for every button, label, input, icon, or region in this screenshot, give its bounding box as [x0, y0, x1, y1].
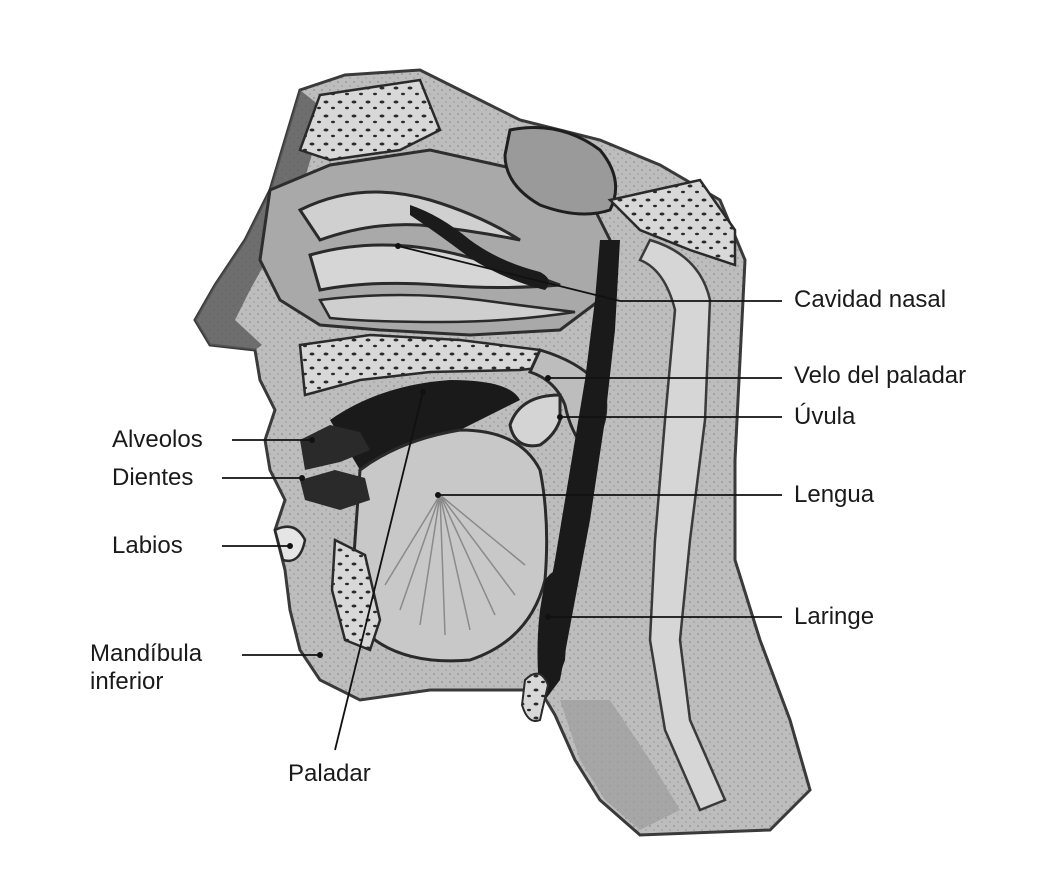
- mandible-bone: [330, 538, 382, 652]
- larynx: [537, 570, 570, 700]
- frontal-bone: [298, 78, 442, 162]
- tongue: [352, 428, 549, 663]
- spinal-column: [638, 238, 727, 812]
- label-dientes: Dientes: [112, 464, 194, 491]
- uvula: [508, 393, 562, 448]
- label-uvula: Úvula: [794, 403, 856, 430]
- hyoid-bone: [520, 672, 550, 722]
- leader-lines: [222, 245, 782, 751]
- label-cavidad-nasal: Cavidad nasal: [794, 286, 947, 313]
- tongue-muscle-fibers: [384, 494, 526, 636]
- nasal-dark-passage: [410, 205, 549, 290]
- label-lengua: Lengua: [794, 481, 875, 508]
- label-velo-del-paladar: Velo del paladar: [794, 362, 967, 389]
- leader-paladar: [334, 391, 424, 751]
- sphenoid-sinus: [503, 126, 618, 216]
- neck-tissue: [560, 700, 680, 830]
- label-paladar: Paladar: [288, 760, 371, 787]
- label-mandibula-inferior: Mandíbula inferior: [90, 640, 250, 696]
- label-mandibula-line2: inferior: [90, 668, 164, 695]
- label-mandibula-line1: Mandíbula: [90, 640, 203, 667]
- label-laringe: Laringe: [794, 603, 875, 630]
- nasal-turbinate-lower: [318, 293, 576, 324]
- skull-base-bone: [607, 178, 737, 267]
- nasal-turbinate-middle: [308, 243, 561, 292]
- label-alveolos: Alveolos: [112, 426, 203, 453]
- face-skin-band: [195, 90, 325, 350]
- upper-teeth: [300, 425, 370, 470]
- leader-dots: [287, 243, 563, 658]
- lower-teeth: [300, 470, 370, 510]
- label-labios: Labios: [112, 532, 183, 559]
- oral-cavity: [330, 380, 520, 470]
- leader-cavidad-nasal: [397, 245, 621, 302]
- nasal-turbinate-upper: [297, 190, 521, 242]
